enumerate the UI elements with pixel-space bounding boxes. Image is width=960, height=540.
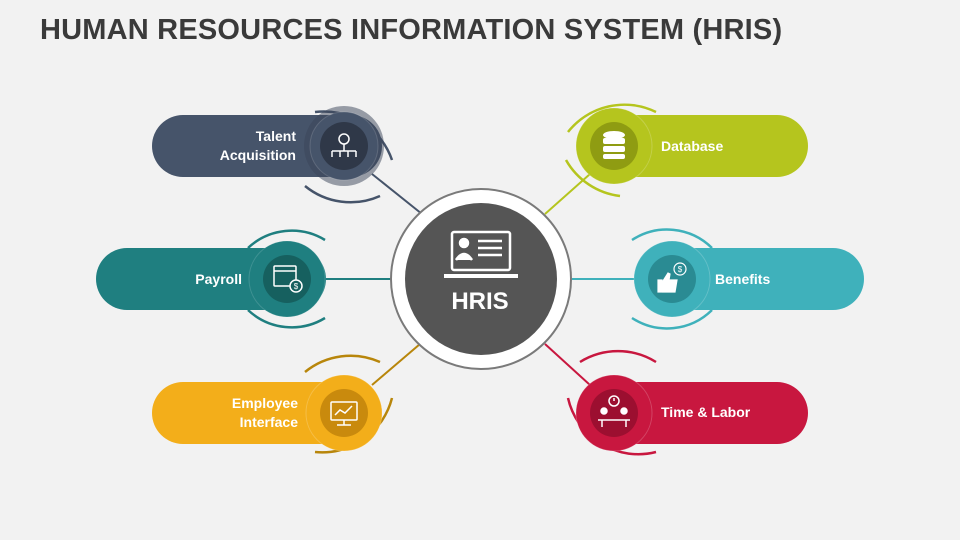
benefits-label: Benefits: [715, 271, 771, 287]
node-payroll: $: [96, 229, 326, 329]
svg-text:$: $: [678, 265, 683, 274]
employee-interface-label: Employee Interface: [231, 395, 298, 430]
database-label: Database: [661, 138, 724, 154]
node-benefits: $: [631, 228, 864, 330]
database-icon: [603, 131, 625, 159]
connector-time: [544, 343, 591, 386]
connector-employee: [371, 343, 421, 386]
hub-label: HRIS: [451, 288, 509, 315]
connector-talent: [371, 173, 423, 215]
computer-profile-icon: [444, 230, 518, 278]
page-title: HUMAN RESOURCES INFORMATION SYSTEM (HRIS…: [40, 14, 783, 46]
time-labor-label: Time & Labor: [661, 404, 751, 420]
node-time-labor: [566, 349, 808, 456]
node-talent-acquisition: [152, 106, 394, 204]
hris-hub: [390, 188, 572, 370]
talent-acquisition-label: Talent Acquisition: [219, 128, 296, 163]
calendar-dollar-icon: $: [273, 265, 303, 293]
workers-clock-icon: [598, 395, 630, 427]
monitor-chart-icon: [330, 401, 358, 426]
node-database: [564, 103, 808, 198]
thumbs-up-dollar-icon: $: [657, 262, 687, 293]
node-employee-interface: [152, 354, 394, 454]
payroll-label: Payroll: [195, 271, 242, 287]
org-chart-icon: [331, 133, 357, 157]
svg-text:$: $: [294, 282, 299, 291]
